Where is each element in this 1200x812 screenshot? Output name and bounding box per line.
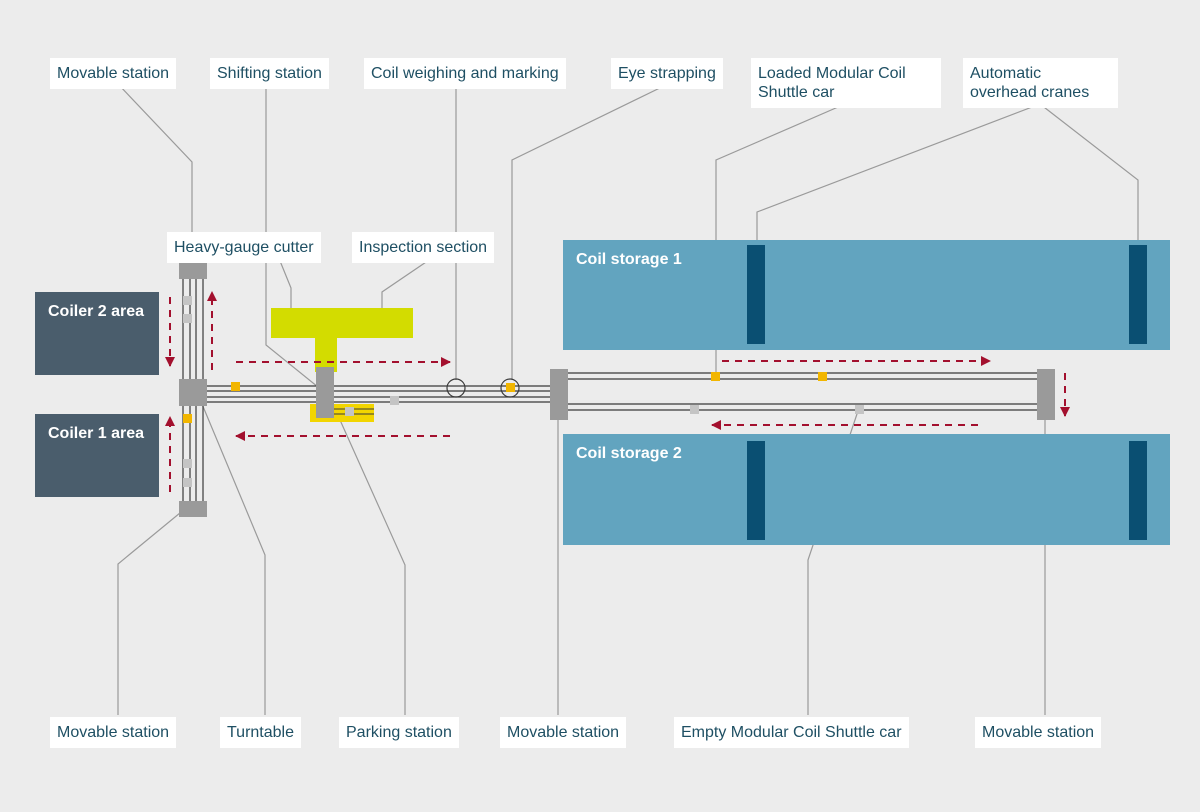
- label-movable-station-bottom-right: Movable station: [975, 717, 1102, 748]
- label-eye-strapping: Eye strapping: [611, 58, 723, 89]
- label-movable-station-top: Movable station: [50, 58, 177, 89]
- storage-tracks: [566, 372, 1040, 411]
- empty-car: [183, 459, 192, 468]
- eye-strapping-station: [500, 378, 520, 398]
- label-inspection-section: Inspection section: [352, 232, 495, 263]
- empty-cars: [183, 296, 864, 487]
- coil-storage-2-label: Coil storage 2: [576, 445, 682, 462]
- leader-turntable: [201, 403, 266, 715]
- inspection-section: [271, 308, 413, 372]
- label-empty-shuttle: Empty Modular Coil Shuttle car: [674, 717, 909, 748]
- loaded-car: [183, 414, 192, 423]
- coil-weighing-station: [446, 378, 466, 398]
- main-track: [206, 385, 552, 403]
- turntable: [179, 379, 207, 406]
- empty-car: [183, 478, 192, 487]
- leader-movable-station-top: [117, 83, 193, 262]
- label-movable-station-bottom-mid: Movable station: [500, 717, 627, 748]
- empty-car: [183, 296, 192, 305]
- label-parking-station: Parking station: [339, 717, 459, 748]
- movable-station-mid: [550, 369, 568, 420]
- overhead-crane-2b: [1129, 441, 1147, 540]
- coil-storage-1: [563, 240, 1170, 350]
- coiler-2-label: Coiler 2 area: [48, 303, 145, 320]
- label-overhead-cranes: Automatic overhead cranes: [963, 58, 1118, 108]
- loaded-car: [506, 383, 515, 392]
- leader-parking: [339, 419, 406, 715]
- loaded-car: [818, 372, 827, 381]
- label-heavy-gauge-cutter: Heavy-gauge cutter: [167, 232, 321, 263]
- label-turntable: Turntable: [220, 717, 301, 748]
- empty-car: [690, 405, 699, 414]
- empty-car: [855, 405, 864, 414]
- leader-heavy-gauge-cutter: [277, 255, 292, 316]
- coil-storage-2: [563, 434, 1170, 545]
- flow-arrows: [165, 291, 1070, 492]
- loaded-car: [231, 382, 240, 391]
- empty-car: [183, 314, 192, 323]
- movable-station-right: [1037, 369, 1055, 420]
- coiler-2-area: [35, 292, 159, 375]
- label-movable-station-bottom-left: Movable station: [50, 717, 177, 748]
- coiler-1-area: [35, 414, 159, 497]
- leader-eye-strapping: [511, 83, 669, 380]
- empty-car: [345, 407, 354, 416]
- leader-inspection: [381, 257, 433, 316]
- leader-lines: [117, 83, 1139, 715]
- shifting-station: [316, 367, 334, 418]
- coil-storage-1-label: Coil storage 1: [576, 251, 682, 268]
- label-shifting-station: Shifting station: [210, 58, 329, 89]
- overhead-crane-1b: [1129, 245, 1147, 344]
- label-loaded-shuttle: Loaded Modular Coil Shuttle car: [751, 58, 941, 108]
- empty-car: [390, 396, 399, 405]
- coiler-1-label: Coiler 1 area: [48, 425, 145, 442]
- overhead-crane-1a: [747, 245, 765, 344]
- loaded-cars: [183, 372, 827, 423]
- leader-shifting-station: [265, 84, 319, 388]
- loaded-car: [711, 372, 720, 381]
- movable-station-bottom-left: [179, 501, 207, 517]
- overhead-crane-2a: [747, 441, 765, 540]
- leader-crane-1: [756, 103, 1041, 244]
- movable-station-top: [179, 263, 207, 279]
- label-coil-weighing: Coil weighing and marking: [364, 58, 566, 89]
- leader-movable-station-bl: [117, 507, 187, 715]
- leader-crane-2: [1039, 103, 1139, 244]
